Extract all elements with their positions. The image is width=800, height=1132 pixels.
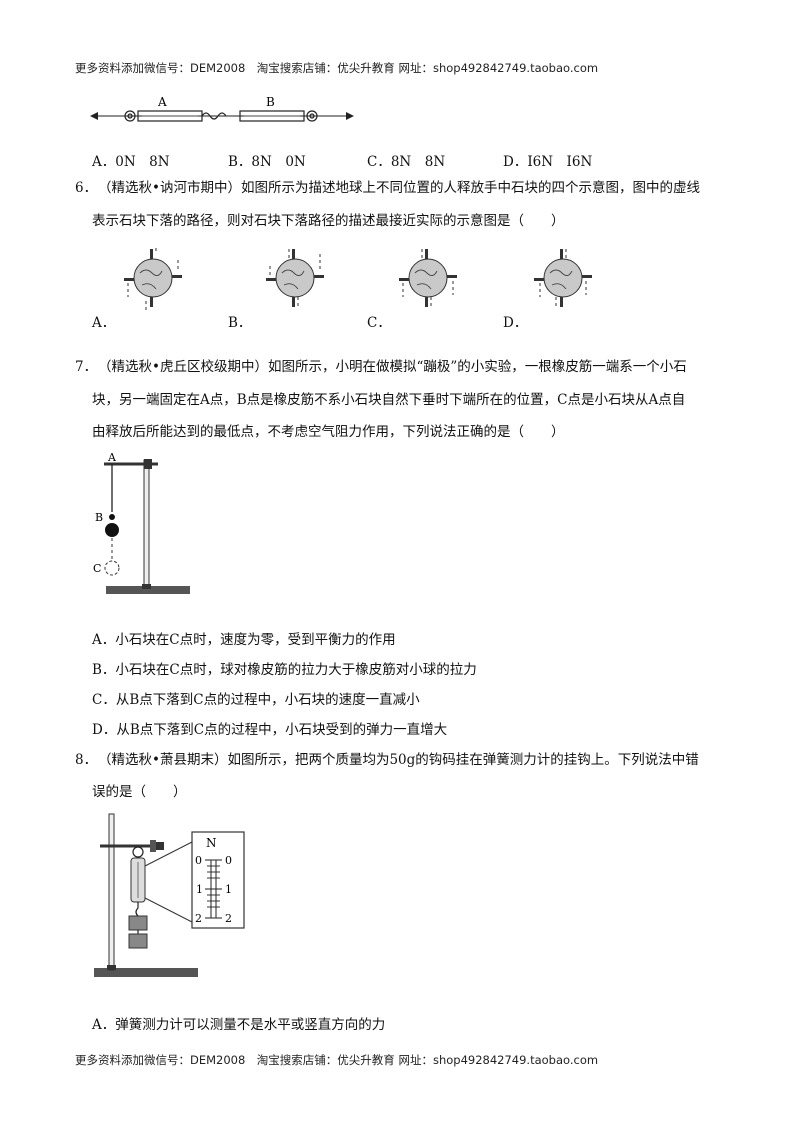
q7-option-a[interactable]: A．小石块在C点时，速度为零，受到平衡力的作用: [92, 632, 396, 648]
q8-spring-scale-figure: N 0 0 1 1 2 2: [94, 813, 245, 977]
q8-scale-left-2: 2: [195, 912, 202, 925]
q8-scale-right-1: 1: [225, 883, 232, 896]
q5-option-a[interactable]: A．0N 8N: [92, 154, 170, 170]
q7-label-c: C: [93, 562, 101, 575]
q6-globe-figure-a: [124, 245, 182, 313]
q7-option-c[interactable]: C．从B点下落到C点的过程中，小石块的速度一直减小: [92, 692, 420, 708]
q7-stem-line1: （精选秋•虎丘区校级期中）如图所示，小明在做模拟“蹦极”的小实验，一根橡皮筋一端…: [98, 359, 687, 375]
q7-option-d[interactable]: D．从B点下落到C点的过程中，小石块受到的弹力一直增大: [92, 722, 448, 738]
q6-option-a[interactable]: A．: [92, 315, 116, 331]
q6-option-b[interactable]: B．: [228, 315, 252, 331]
q5-spring-scales-figure: A B: [90, 95, 354, 122]
q6-number: 6．: [75, 180, 98, 196]
q8-scale-right-0: 0: [225, 854, 232, 867]
q8-scale-unit: N: [206, 836, 217, 850]
q8-scale-left-1: 1: [196, 883, 203, 896]
q7-label-a: A: [107, 451, 117, 464]
q6-option-d[interactable]: D．: [503, 315, 528, 331]
q6-globe-figure-c: [399, 249, 457, 309]
q8-scale-left-0: 0: [195, 854, 202, 867]
q5-label-a: A: [157, 95, 167, 109]
q5-option-d[interactable]: D．I6N I6N: [503, 154, 593, 170]
q8-number: 8．: [75, 752, 98, 768]
page-footer: 更多资料添加微信号：DEM2008 淘宝搜索店铺：优尖升教育 网址：shop49…: [75, 1053, 599, 1067]
q7-option-b[interactable]: B．小石块在C点时，球对橡皮筋的拉力大于橡皮筋对小球的拉力: [92, 662, 477, 678]
q8-stem-line1: （精选秋•萧县期末）如图所示，把两个质量均为50g的钩码挂在弹簧测力计的挂钩上。…: [98, 752, 699, 768]
q6-globe-figure-d: [534, 249, 592, 309]
q6-stem-line1: （精选秋•讷河市期中）如图所示为描述地球上不同位置的人释放手中石块的四个示意图，…: [98, 180, 700, 196]
q6-globe-figure-b: [266, 249, 324, 309]
q8-scale-right-2: 2: [225, 912, 232, 925]
q6-option-c[interactable]: C．: [367, 315, 391, 331]
q5-label-b: B: [266, 95, 275, 109]
page-header: 更多资料添加微信号：DEM2008 淘宝搜索店铺：优尖升教育 网址：shop49…: [75, 61, 599, 75]
q8-option-a[interactable]: A．弹簧测力计可以测量不是水平或竖直方向的力: [92, 1017, 386, 1033]
q7-stem-line2: 块，另一端固定在A点，B点是橡皮筋不系小石块自然下垂时下端所在的位置，C点是小石…: [92, 392, 686, 408]
q7-bungee-stand-figure: A B C: [93, 451, 190, 594]
q7-stem-line3: 由释放后所能达到的最低点，不考虑空气阻力作用，下列说法正确的是（ ）: [92, 424, 565, 440]
q7-number: 7．: [75, 359, 98, 375]
q7-label-b: B: [95, 511, 103, 524]
q5-option-b[interactable]: B．8N 0N: [228, 154, 306, 170]
q6-stem-line2: 表示石块下落的路径，则对石块下落路径的描述最接近实际的示意图是（ ）: [92, 213, 565, 229]
q8-stem-line2: 误的是（ ）: [92, 784, 187, 800]
q5-option-c[interactable]: C．8N 8N: [367, 154, 446, 170]
